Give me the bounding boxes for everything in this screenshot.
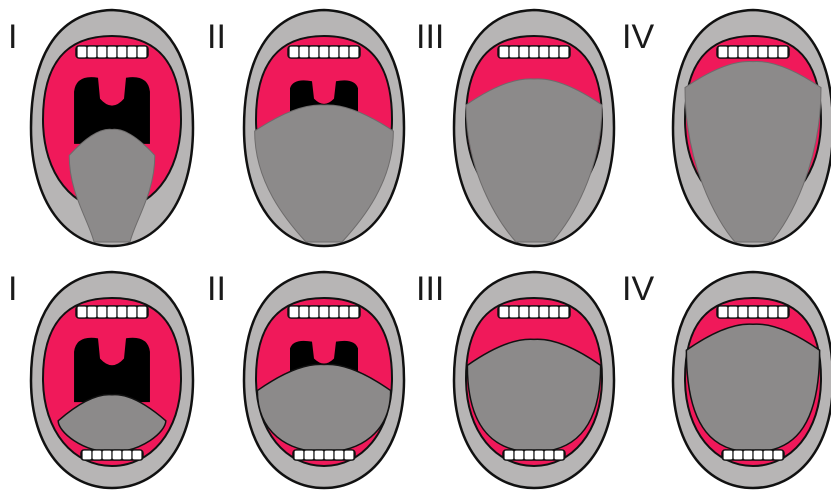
tooth (107, 46, 117, 58)
tooth (549, 306, 559, 318)
tooth (304, 450, 314, 460)
tooth (728, 46, 738, 58)
tooth (107, 306, 117, 318)
mallampati-panel-top-4 (673, 10, 831, 246)
class-label: III (416, 18, 444, 56)
tooth (324, 450, 334, 460)
tooth (499, 306, 509, 318)
tooth (519, 306, 529, 318)
tooth (319, 46, 329, 58)
mallampati-panel-bottom-1 (31, 272, 193, 488)
tooth (97, 46, 107, 58)
class-label: II (207, 270, 226, 308)
tooth (117, 46, 127, 58)
tooth (294, 450, 304, 460)
tooth (127, 46, 137, 58)
tooth (299, 46, 309, 58)
tooth (778, 46, 788, 58)
tooth (289, 306, 299, 318)
tooth (122, 450, 132, 460)
tongue (467, 339, 600, 452)
tooth (718, 306, 728, 318)
tooth (127, 306, 137, 318)
tooth (748, 306, 758, 318)
tooth (509, 46, 519, 58)
tooth (773, 450, 783, 460)
tooth (559, 46, 569, 58)
mallampati-panel-top-3 (454, 10, 614, 246)
tooth (544, 450, 554, 460)
tooth (758, 306, 768, 318)
tooth (349, 306, 359, 318)
tooth (309, 46, 319, 58)
class-label: IV (622, 18, 654, 56)
tooth (299, 306, 309, 318)
tooth (319, 306, 329, 318)
tooth (534, 450, 544, 460)
mallampati-panel-bottom-2 (244, 272, 404, 488)
tooth (758, 46, 768, 58)
tooth (718, 46, 728, 58)
tooth (349, 46, 359, 58)
tooth (768, 306, 778, 318)
tooth (763, 450, 773, 460)
mallampati-panel-bottom-4 (673, 272, 831, 488)
tooth (329, 46, 339, 58)
tooth (499, 46, 509, 58)
tooth (77, 46, 87, 58)
tooth (524, 450, 534, 460)
tooth (748, 46, 758, 58)
tooth (344, 450, 354, 460)
tooth (92, 450, 102, 460)
tooth (778, 306, 788, 318)
class-label: I (8, 18, 17, 56)
tooth (539, 46, 549, 58)
tooth (339, 306, 349, 318)
mallampati-panel-top-2 (244, 10, 404, 246)
tooth (82, 450, 92, 460)
tooth (329, 306, 339, 318)
tooth (738, 306, 748, 318)
tooth (314, 450, 324, 460)
tooth (559, 306, 569, 318)
tooth (728, 306, 738, 318)
tooth (77, 306, 87, 318)
tooth (137, 46, 147, 58)
tooth (102, 450, 112, 460)
tooth (519, 46, 529, 58)
tooth (509, 306, 519, 318)
class-label: IV (622, 270, 654, 308)
tooth (132, 450, 142, 460)
tooth (529, 306, 539, 318)
tooth (529, 46, 539, 58)
tooth (137, 306, 147, 318)
tooth (87, 306, 97, 318)
tooth (87, 46, 97, 58)
tooth (768, 46, 778, 58)
tooth (514, 450, 524, 460)
tooth (504, 450, 514, 460)
tongue (686, 324, 819, 452)
tooth (549, 46, 559, 58)
tooth (97, 306, 107, 318)
tooth (334, 450, 344, 460)
class-label: III (416, 270, 444, 308)
tooth (554, 450, 564, 460)
mallampati-panel-bottom-3 (454, 272, 614, 488)
tooth (339, 46, 349, 58)
tooth (309, 306, 319, 318)
tooth (738, 46, 748, 58)
tooth (753, 450, 763, 460)
tooth (733, 450, 743, 460)
tooth (117, 306, 127, 318)
tooth (112, 450, 122, 460)
class-label: I (8, 270, 17, 308)
tooth (743, 450, 753, 460)
tooth (723, 450, 733, 460)
mallampati-panel-top-1 (31, 10, 193, 246)
tooth (289, 46, 299, 58)
tooth (539, 306, 549, 318)
class-label: II (207, 18, 226, 56)
